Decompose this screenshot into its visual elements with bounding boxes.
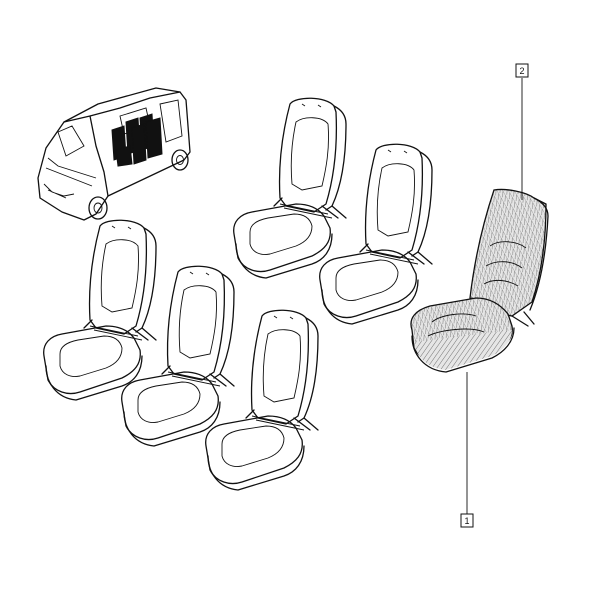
highlighted-seat-trim [410, 188, 549, 373]
callout-1: 1 [460, 372, 474, 528]
seat-back-row-left [233, 97, 347, 279]
callout-2: 2 [515, 63, 529, 200]
van-illustration [37, 87, 191, 221]
highlighted-rear-seats [111, 113, 163, 167]
callout-1-label: 1 [464, 516, 469, 526]
seat-front-row-left [43, 219, 157, 401]
callout-2-label: 2 [519, 66, 524, 76]
seat-back-row-center [319, 143, 433, 325]
seat-front-row-center [121, 265, 235, 447]
seat-front-row-right [205, 309, 319, 491]
